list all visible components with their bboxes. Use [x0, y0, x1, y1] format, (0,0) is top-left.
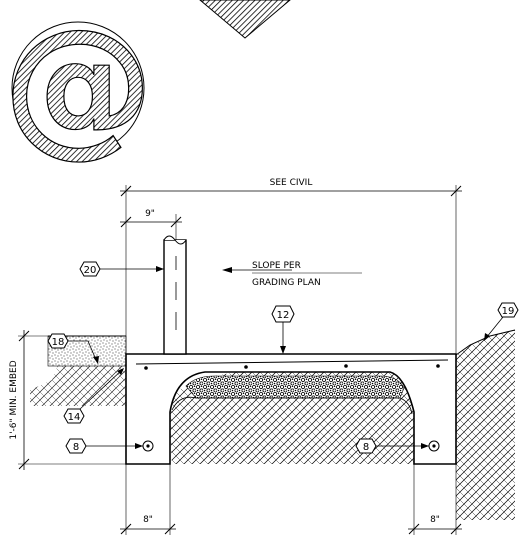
- embed-depth-dimension: 1'-6" MIN. EMBED: [9, 330, 126, 470]
- slope-note-line1: SLOPE PER: [252, 261, 301, 271]
- overall-width-label: SEE CIVIL: [270, 178, 313, 188]
- callout-8-right: 8: [355, 438, 429, 454]
- logo-watermark: @: [2, 0, 291, 173]
- overall-width-dimension: SEE CIVIL: [120, 178, 462, 354]
- svg-text:20: 20: [84, 265, 97, 276]
- callout-18: 18: [47, 333, 99, 364]
- left-rebar-dot: [142, 440, 154, 452]
- callout-12: 12: [271, 305, 295, 354]
- concrete-footing: [125, 353, 457, 465]
- gravel-fill: [185, 375, 405, 399]
- left-footing-dimension: 8": [120, 464, 176, 535]
- callout-14: 14: [63, 368, 124, 424]
- logo-ring: [11, 21, 145, 155]
- svg-text:8: 8: [363, 442, 369, 453]
- slope-note: SLOPE PER GRADING PLAN: [222, 261, 362, 288]
- post-offset-dimension: 9": [120, 209, 182, 240]
- logo-symbol: @: [3, 0, 153, 172]
- callout-8-left: 8: [65, 438, 143, 454]
- callout-20: 20: [79, 261, 164, 277]
- right-footing-label: 8": [430, 515, 440, 525]
- top-rebar: [135, 359, 449, 365]
- logo-triangle: [199, 0, 291, 39]
- right-footing-dimension: 8": [408, 464, 462, 535]
- svg-text:14: 14: [68, 412, 81, 423]
- callout-19: 19: [484, 302, 519, 341]
- svg-text:12: 12: [277, 310, 290, 321]
- slope-note-line2: GRADING PLAN: [252, 278, 321, 288]
- post: [163, 235, 187, 355]
- embed-depth-label: 1'-6" MIN. EMBED: [9, 360, 19, 439]
- right-rebar-dot: [428, 440, 440, 452]
- svg-text:19: 19: [502, 306, 515, 317]
- svg-text:8: 8: [73, 442, 79, 453]
- svg-text:18: 18: [52, 337, 65, 348]
- left-footing-label: 8": [143, 515, 153, 525]
- post-offset-label: 9": [145, 209, 155, 219]
